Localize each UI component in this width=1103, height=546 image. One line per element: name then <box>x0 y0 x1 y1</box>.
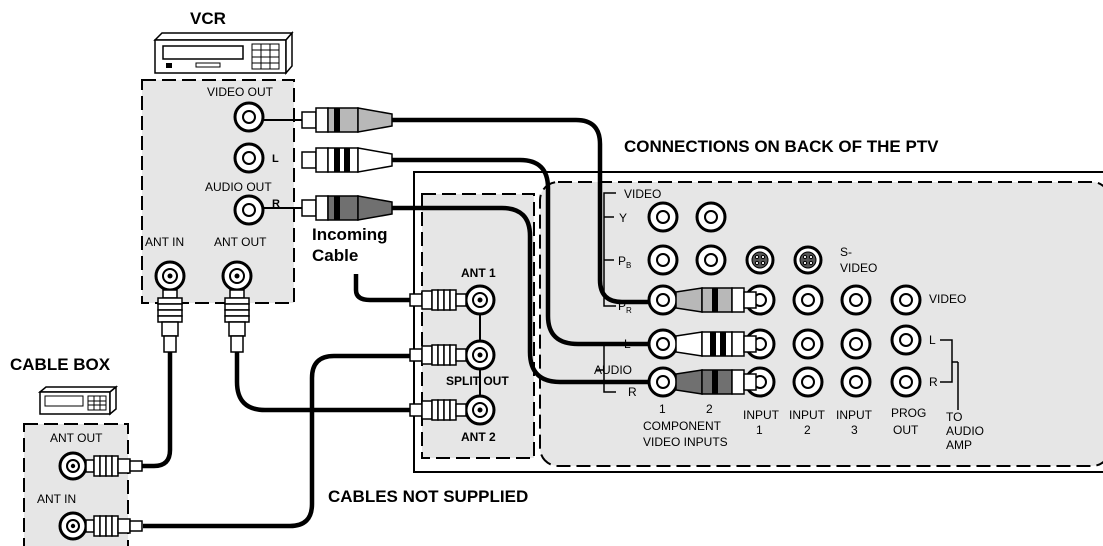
cable-audio-r <box>392 205 702 385</box>
vcr-audio-l-jack <box>233 142 265 174</box>
cable-box-icon <box>37 385 119 416</box>
input3-r-jack <box>840 366 872 398</box>
cable-box-title: CABLE BOX <box>10 355 111 374</box>
incoming-label: Incoming <box>312 225 388 244</box>
ptv-pb-label: PB <box>618 254 631 270</box>
splitter-split-out-plug <box>409 344 467 366</box>
ptv-audio-label: AUDIO <box>594 363 632 377</box>
input2-video-jack <box>792 284 824 316</box>
video-inputs-label: VIDEO INPUTS <box>643 435 728 449</box>
vcr-ant-in-plug <box>157 289 183 353</box>
s-video-jack-1 <box>745 245 775 275</box>
vcr-ant-out-plug <box>224 289 250 353</box>
cable-box-ant-out-plug <box>85 455 143 477</box>
vcr-audio-r-plug <box>262 195 393 221</box>
ptv-r-label: R <box>628 385 637 399</box>
jack-l-1 <box>647 328 679 360</box>
cable-box-ant-in-label: ANT IN <box>37 492 76 506</box>
cable-vcr-ant-out <box>234 352 410 413</box>
vcr-audio-r-jack <box>233 194 265 226</box>
splitter-ant2-plug <box>409 399 467 421</box>
jack-y-2 <box>695 201 727 233</box>
vcr-ant-out-jack <box>221 260 253 292</box>
ptv-audio-r-plug <box>675 369 757 395</box>
jack-pb-2 <box>695 244 727 276</box>
vcr-ant-in-label: ANT IN <box>145 235 184 249</box>
splitter-ant1-jack <box>464 284 496 316</box>
prog-out-r-jack <box>890 366 922 398</box>
input3-video-jack <box>840 284 872 316</box>
ptv-pr-label: PR <box>618 299 632 315</box>
vcr-ant-out-label: ANT OUT <box>214 235 267 249</box>
ptv-l-label: L <box>624 337 631 351</box>
input3-num: 3 <box>851 423 858 437</box>
vcr-audio-out-label: AUDIO OUT <box>205 180 272 194</box>
cables <box>140 117 702 529</box>
jack-y-1 <box>647 201 679 233</box>
cable-vcr-ant-in <box>140 352 173 469</box>
vcr-ant-in-jack <box>154 260 186 292</box>
component-label: COMPONENT <box>643 419 722 433</box>
input2-l-jack <box>792 328 824 360</box>
ant1-label: ANT 1 <box>461 266 496 280</box>
cable-label: Cable <box>312 246 358 265</box>
out-label: OUT <box>893 423 919 437</box>
jack-pb-1 <box>647 244 679 276</box>
to-label: TO <box>946 410 962 424</box>
ptv-r-right-label: R <box>929 375 938 389</box>
ptv-brackets <box>596 192 959 410</box>
input1-label: INPUT <box>743 408 780 422</box>
splitter-split-out-jack <box>464 339 496 371</box>
ptv-l-right-label: L <box>929 333 936 347</box>
ptv-jacks <box>647 201 922 398</box>
splitter-ant1-plug <box>409 289 467 311</box>
input1-num: 1 <box>756 423 763 437</box>
cable-video <box>392 117 676 305</box>
audio-amp-label-2: AMP <box>946 438 972 452</box>
vcr-icon <box>153 30 294 76</box>
cable-box-ant-out-jack <box>58 451 88 481</box>
input2-num: 2 <box>804 423 811 437</box>
cable-box-ant-in-jack <box>58 511 88 541</box>
cable-box-ant-in <box>143 353 410 529</box>
vcr-title: VCR <box>190 9 226 28</box>
cable-box-ant-in-plug <box>85 515 143 537</box>
col1-label: 1 <box>659 402 666 416</box>
cables-not-supplied-label: CABLES NOT SUPPLIED <box>328 487 528 506</box>
cable-incoming <box>353 274 410 303</box>
split-out-label: SPLIT OUT <box>446 374 509 388</box>
ptv-title: CONNECTIONS ON BACK OF THE PTV <box>624 137 939 156</box>
ptv-video-plug <box>675 287 757 313</box>
splitter-ant2-jack <box>464 394 496 426</box>
col2-label: 2 <box>706 402 713 416</box>
vcr-audio-l-plug <box>301 147 393 173</box>
jack-pr-1 <box>647 284 679 316</box>
vcr-l-label: L <box>272 153 279 165</box>
ptv-video-right-label: VIDEO <box>929 292 966 306</box>
input2-label: INPUT <box>789 408 826 422</box>
vcr-video-plug <box>262 107 393 133</box>
input2-r-jack <box>792 366 824 398</box>
vcr-r-label: R <box>272 198 280 210</box>
prog-label: PROG <box>891 406 926 420</box>
prog-out-l-jack <box>890 324 922 356</box>
vcr-video-out-jack <box>233 101 265 133</box>
svideo-label-1: S- <box>840 245 852 259</box>
cable-box-ant-out-label: ANT OUT <box>50 431 103 445</box>
ptv-audio-l-plug <box>675 331 757 357</box>
audio-amp-label-1: AUDIO <box>946 424 984 438</box>
ptv-y-label: Y <box>619 211 627 225</box>
s-video-jack-2 <box>793 245 823 275</box>
prog-out-video-jack <box>890 284 922 316</box>
svideo-label-2: VIDEO <box>840 261 877 275</box>
ptv-video-label: VIDEO <box>624 187 661 201</box>
ant2-label: ANT 2 <box>461 430 496 444</box>
vcr-video-out-label: VIDEO OUT <box>207 85 274 99</box>
input3-label: INPUT <box>836 408 873 422</box>
jack-r-1 <box>647 366 679 398</box>
input3-l-jack <box>840 328 872 360</box>
cable-audio-l <box>392 157 702 347</box>
